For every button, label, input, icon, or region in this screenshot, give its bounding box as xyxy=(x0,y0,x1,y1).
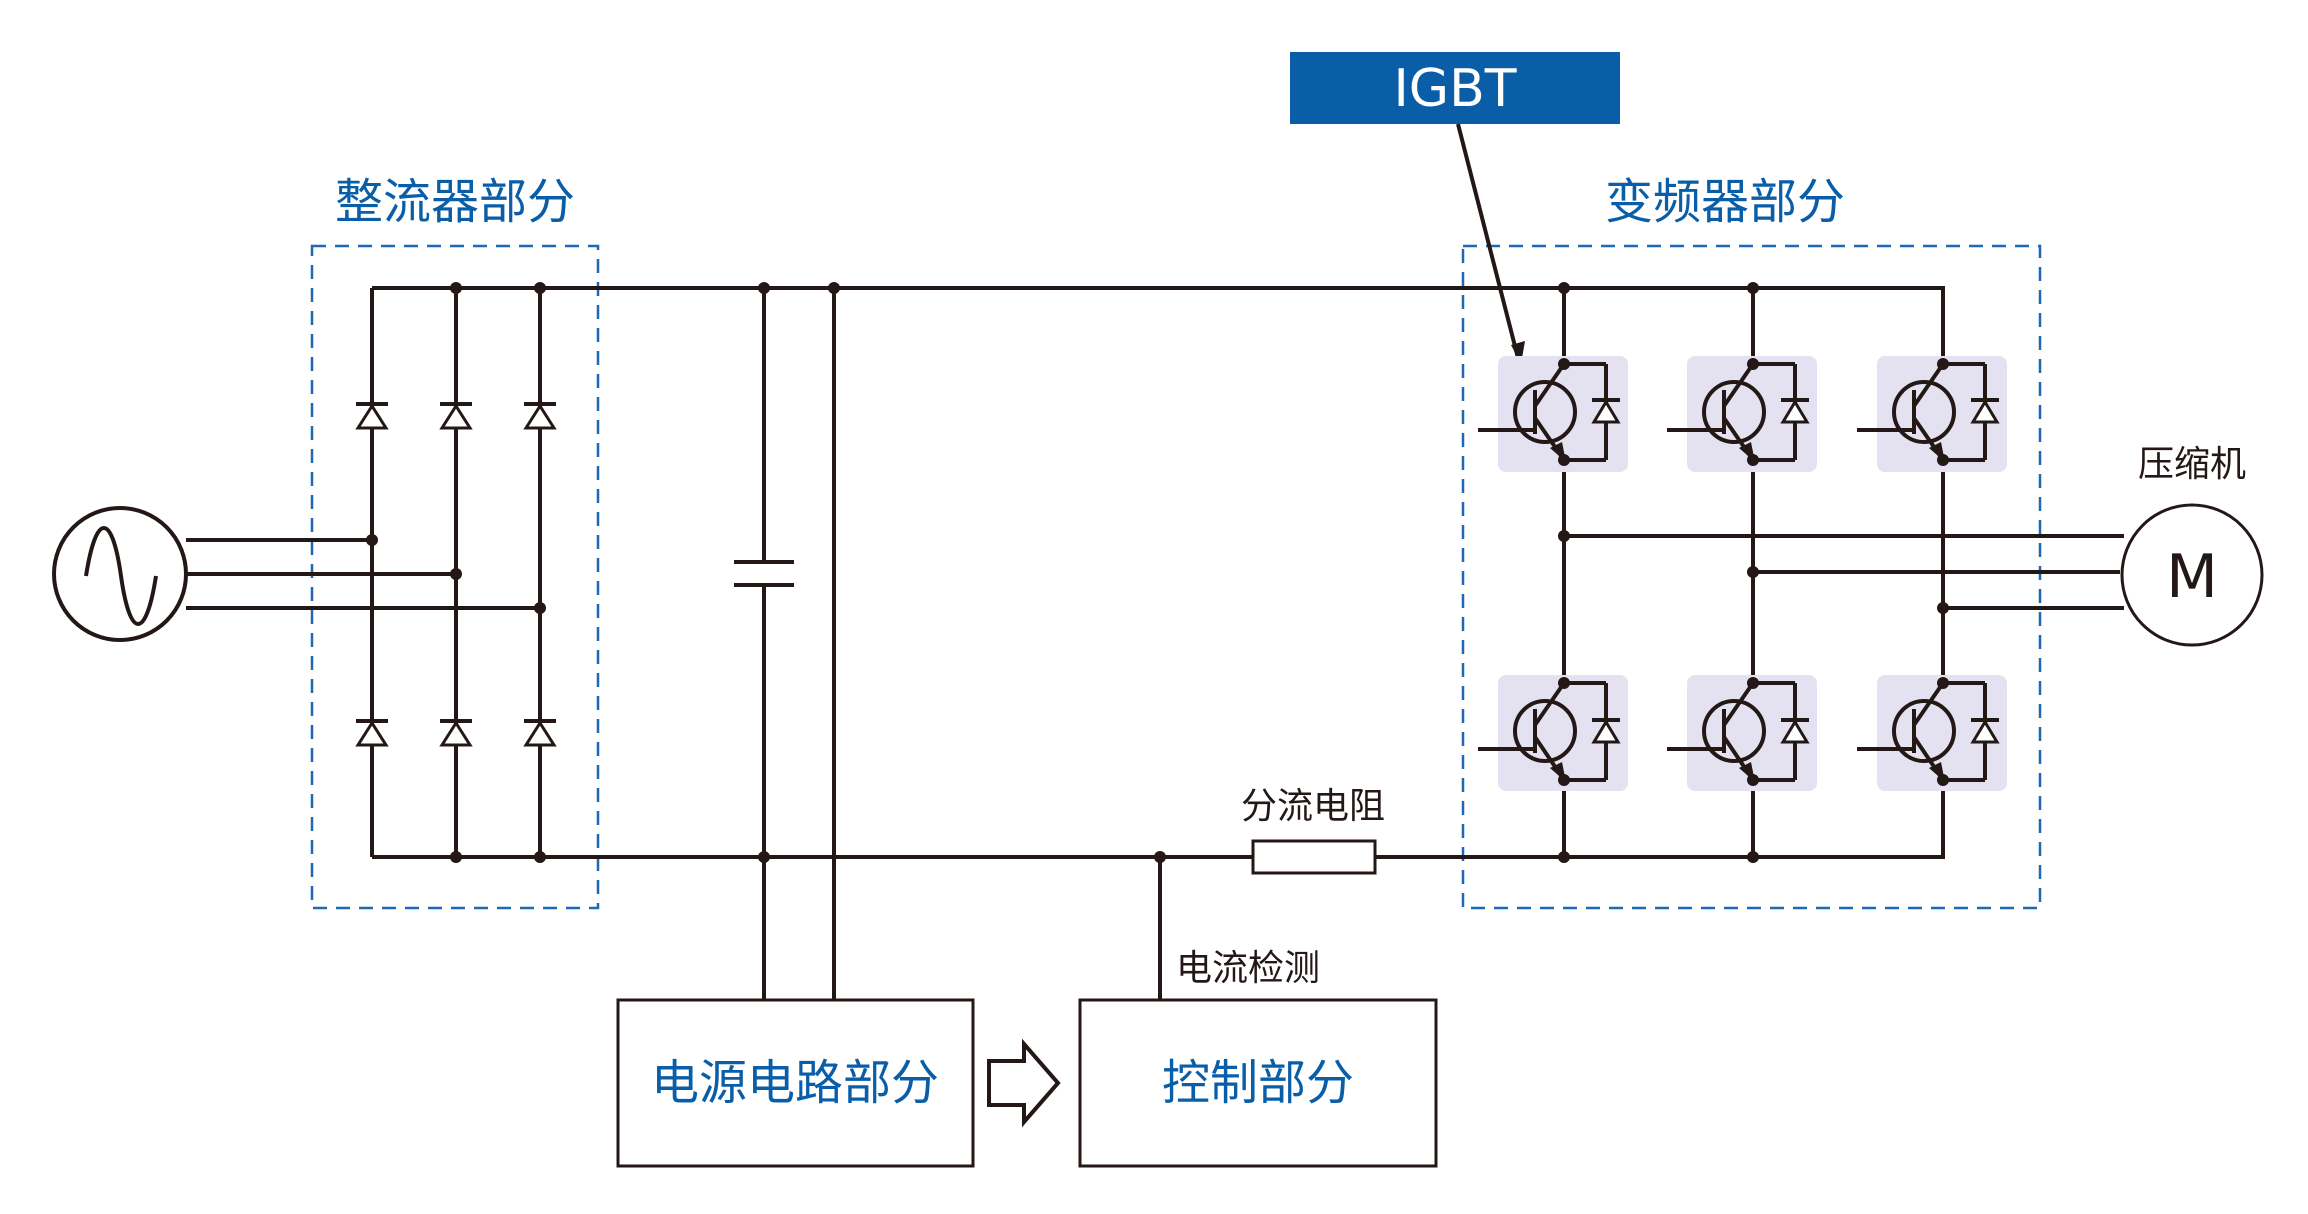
power-supply-block xyxy=(616,998,975,1168)
diode-icon xyxy=(439,719,473,747)
igbt-icon xyxy=(1667,356,1817,472)
igbt-icon xyxy=(1478,356,1628,472)
capacitor-icon xyxy=(734,288,794,1000)
sine-wave-icon xyxy=(84,526,158,626)
control-block xyxy=(1078,998,1438,1168)
igbt-icon xyxy=(1857,356,2007,472)
power-supply-label: 电源电路部分 xyxy=(651,1055,939,1111)
inverter-section-outline xyxy=(1461,244,2042,910)
rectifier-section-title: 整流器部分 xyxy=(335,174,575,230)
igbt-icon xyxy=(1857,675,2007,791)
diode-icon xyxy=(523,719,557,747)
junction-dots xyxy=(366,282,1949,863)
shunt-resistor-symbol xyxy=(1251,839,1377,875)
compressor-label: 压缩机 xyxy=(2138,444,2246,485)
current-detection-label: 电流检测 xyxy=(1176,948,1320,989)
control-label: 控制部分 xyxy=(1162,1055,1354,1111)
compressor-motor-symbol xyxy=(2120,503,2264,647)
motor-label: M xyxy=(2166,542,2218,612)
flow-arrow-icon xyxy=(987,1038,1061,1128)
igbt-icon xyxy=(1478,675,1628,791)
igbt-callout-label: IGBT xyxy=(1393,59,1516,119)
shunt-resistor-label: 分流电阻 xyxy=(1241,786,1385,827)
diode-icon xyxy=(355,402,389,430)
diode-icon xyxy=(355,719,389,747)
igbt-callout-leader xyxy=(1456,123,1520,359)
inverter-bridge xyxy=(1478,288,2007,857)
igbt-callout-box xyxy=(1290,52,1620,124)
diode-icon xyxy=(523,402,557,430)
rectifier-section-outline xyxy=(310,244,600,910)
igbt-icon xyxy=(1667,675,1817,791)
inverter-section-title: 变频器部分 xyxy=(1605,174,1845,230)
diode-icon xyxy=(439,402,473,430)
